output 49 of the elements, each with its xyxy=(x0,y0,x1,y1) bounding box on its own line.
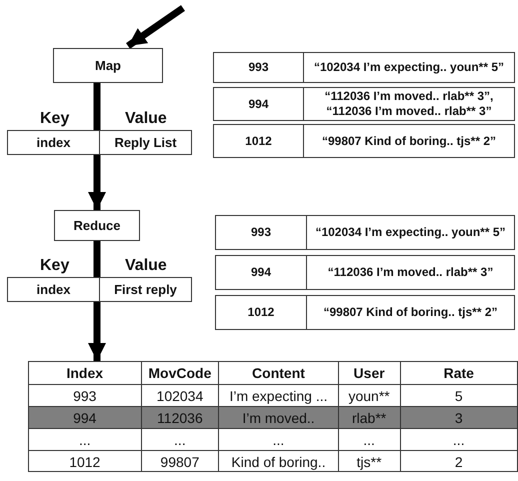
table-value: 112036 xyxy=(140,407,218,428)
arrow xyxy=(88,302,106,361)
table-value: 993 xyxy=(72,386,98,406)
record-text: “112036 I’m moved.. rlab** 3” xyxy=(306,256,514,289)
table-value: 3 xyxy=(400,407,518,428)
table-value: tjs** xyxy=(338,451,400,472)
table-value: ... xyxy=(78,430,92,450)
connector-line xyxy=(94,83,100,130)
record-text: “102034 I’m expecting.. youn** 5” xyxy=(306,216,514,249)
table-value: ... xyxy=(338,429,400,450)
arrow xyxy=(126,5,185,49)
table-value: I’m moved.. xyxy=(218,407,338,428)
column-heading: Value xyxy=(125,257,167,275)
table-value: 99807 xyxy=(140,451,218,472)
table-value: 2 xyxy=(400,451,518,472)
table-value: ... xyxy=(218,429,338,450)
index-number: 994 xyxy=(247,96,270,112)
column-header: Content xyxy=(218,362,338,384)
entry-text: index xyxy=(36,134,72,152)
arrow xyxy=(88,155,106,210)
entry-text: First reply xyxy=(99,278,191,301)
column-header: Rate xyxy=(400,362,518,384)
column-heading: Value xyxy=(125,110,167,128)
index-number: 993 xyxy=(250,224,272,241)
record-text: “112036 I’m moved.. rlab** 3”, “112036 I’m moved.. rlab** 3” xyxy=(303,88,514,120)
record-text: “99807 Kind of boring.. tjs** 2” xyxy=(303,125,514,157)
column-header: Index xyxy=(65,364,104,383)
index-number: 993 xyxy=(247,59,270,76)
entry-text: Reply List xyxy=(99,131,191,154)
connector-line xyxy=(94,241,100,277)
column-header: MovCode xyxy=(140,362,218,384)
column-heading: Key xyxy=(40,257,70,275)
process-box: Map xyxy=(53,48,163,83)
process-box: Reduce xyxy=(54,210,140,241)
column-header: User xyxy=(338,362,400,384)
data-table xyxy=(28,361,518,472)
table-value: 1012 xyxy=(68,452,102,472)
column-heading: Key xyxy=(40,110,70,128)
index-number: 994 xyxy=(250,264,272,281)
record-text: “102034 I’m expecting.. youn** 5” xyxy=(303,53,514,82)
table-value: Kind of boring.. xyxy=(218,451,338,472)
index-number: 1012 xyxy=(246,304,276,321)
table-value: ... xyxy=(400,429,518,450)
table-value: ... xyxy=(140,429,218,450)
entry-text: index xyxy=(36,281,72,299)
record-text: “99807 Kind of boring.. tjs** 2” xyxy=(306,296,514,329)
table-value: 994 xyxy=(72,408,98,428)
index-number: 1012 xyxy=(244,132,273,150)
table-value: rlab** xyxy=(338,407,400,428)
